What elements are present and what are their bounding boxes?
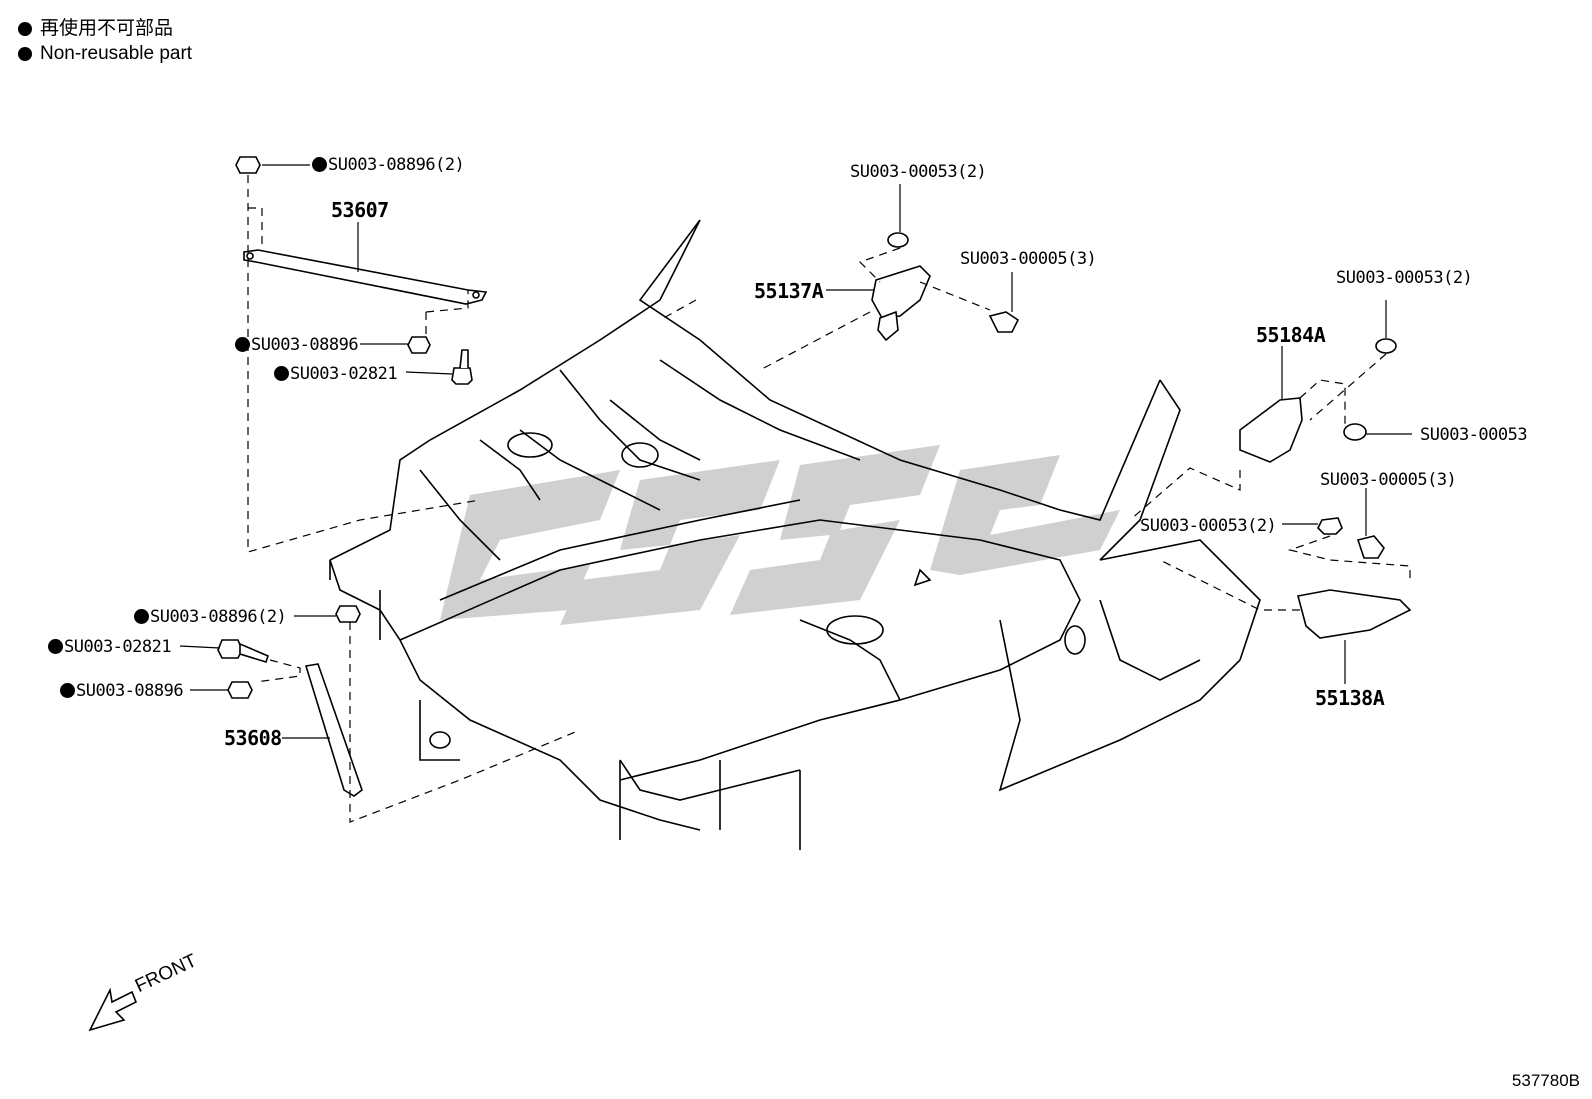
brace-53608 — [304, 663, 363, 797]
legend-row-jp: 再使用不可部品 — [18, 16, 192, 41]
fastener-label: SU003-00053(2) — [850, 162, 987, 182]
legend-text-jp: 再使用不可部品 — [40, 18, 174, 39]
fastener-label: SU003-08896 — [235, 335, 359, 355]
fastener-label: SU003-08896 — [60, 681, 184, 701]
fastener-label: SU003-00005(3) — [960, 249, 1097, 269]
fastener-label: SU003-08896(2) — [312, 155, 465, 175]
legend-text-en: Non-reusable part — [40, 43, 193, 64]
front-arrow-icon — [88, 987, 138, 1032]
bracket-55184a — [1239, 397, 1303, 463]
watermark-logo — [440, 445, 1120, 625]
part-label-55138a: 55138A — [1315, 686, 1385, 710]
non-reusable-dot-icon — [274, 366, 289, 381]
fastener-label: SU003-02821 — [274, 364, 398, 384]
non-reusable-dot-icon — [235, 337, 250, 352]
fastener-label: SU003-08896(2) — [134, 607, 287, 627]
non-reusable-dot-icon — [48, 639, 63, 654]
fastener-label: SU003-00005(3) — [1320, 470, 1457, 490]
legend-row-en: Non-reusable part — [18, 41, 192, 66]
part-label-53607: 53607 — [331, 198, 389, 222]
non-reusable-dot-icon — [134, 609, 149, 624]
fastener-label: SU003-02821 — [48, 637, 172, 657]
non-reusable-dot-icon — [18, 21, 32, 36]
flange-nut-shape — [235, 156, 261, 174]
legend: 再使用不可部品 Non-reusable part — [18, 16, 192, 66]
bracket-55138a — [1297, 589, 1412, 639]
part-label-53608: 53608 — [224, 726, 282, 750]
non-reusable-dot-icon — [60, 683, 75, 698]
non-reusable-dot-icon — [18, 46, 32, 61]
part-label-55184a: 55184A — [1256, 323, 1326, 347]
strut-bar-53607 — [243, 249, 488, 305]
fastener-label: SU003-00053 — [1420, 425, 1528, 445]
part-label-55137a: 55137A — [754, 279, 824, 303]
bracket-55137a — [871, 265, 931, 319]
non-reusable-dot-icon — [312, 157, 327, 172]
fastener-label: SU003-00053(2) — [1336, 268, 1473, 288]
diagram-code: 537780B — [1511, 1071, 1580, 1090]
fastener-label: SU003-00053(2) — [1140, 516, 1277, 536]
